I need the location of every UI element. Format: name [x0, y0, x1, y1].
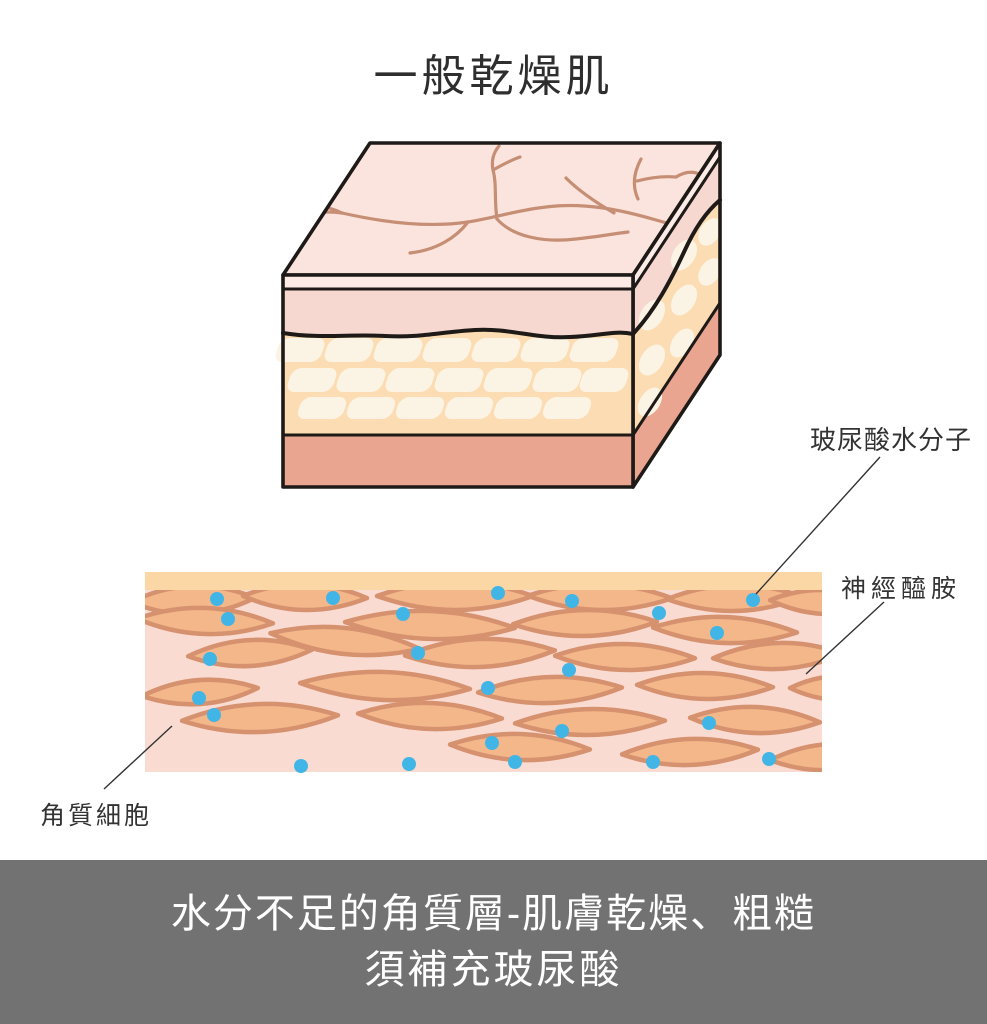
water-molecule-dots	[192, 586, 776, 773]
block-right-face	[631, 141, 722, 489]
ceramide-callout-line	[805, 601, 885, 675]
page-title: 一般乾燥肌	[373, 52, 614, 101]
water-molecule-dot	[396, 607, 410, 621]
water-molecule-dot	[652, 606, 666, 620]
water-molecule-dot	[210, 592, 224, 606]
keratinocyte-cell	[355, 700, 505, 732]
keratinocyte-cell	[767, 587, 822, 617]
block-front-face	[275, 273, 635, 489]
corneocyte-cells-front	[275, 338, 629, 419]
water-molecule-dot	[555, 724, 569, 738]
water-molecule-dot	[565, 594, 579, 608]
label-keratinocyte: 角質細胞	[40, 802, 153, 830]
caption-line-2: 須補充玻尿酸	[364, 948, 623, 992]
water-molecule-dot	[294, 759, 308, 773]
water-molecule-dot	[192, 691, 206, 705]
water-molecule-dot	[702, 716, 716, 730]
water-molecule-dot	[762, 752, 776, 766]
hyaluronic-callout-line	[755, 456, 881, 595]
keratinocyte-cell	[710, 640, 822, 672]
skin-block-3d	[275, 141, 722, 489]
keratinocyte-cell	[297, 669, 473, 703]
keratinocyte-cell	[185, 637, 315, 669]
keratinocyte-cell	[767, 741, 822, 772]
keratinocyte-cell	[650, 614, 800, 646]
water-molecule-dot	[326, 591, 340, 605]
keratinocyte-cell	[552, 641, 698, 673]
water-molecule-dot	[746, 593, 760, 607]
water-molecule-dot	[485, 736, 499, 750]
water-molecule-dot	[203, 652, 217, 666]
water-molecule-dot	[491, 586, 505, 600]
keratinocyte-cell	[475, 674, 625, 706]
keratinocyte-callout-line	[103, 725, 173, 790]
stratum-corneum-section	[145, 572, 822, 773]
keratinocyte-cell	[179, 701, 341, 735]
keratinocyte-cell	[510, 607, 660, 639]
keratinocyte-cell	[787, 675, 822, 701]
keratinocyte-cell	[145, 605, 276, 637]
label-ceramide: 神經醯胺	[841, 575, 962, 603]
block-top-face	[283, 143, 720, 275]
diagram-canvas	[103, 141, 885, 790]
section-top-strip	[145, 572, 822, 590]
water-molecule-dot	[411, 646, 425, 660]
water-molecule-dot	[710, 626, 724, 640]
keratinocyte-cell	[634, 670, 776, 702]
water-molecule-dot	[481, 681, 495, 695]
label-hyaluronic-water-molecule: 玻尿酸水分子	[810, 425, 973, 455]
caption-line-1: 水分不足的角質層-肌膚乾燥、粗糙	[170, 892, 817, 936]
water-molecule-dot	[221, 612, 235, 626]
keratinocyte-cell	[402, 636, 558, 670]
water-molecule-dot	[562, 663, 576, 677]
keratinocyte-cell	[447, 731, 593, 763]
water-molecule-dot	[207, 708, 221, 722]
keratinocyte-cells	[145, 579, 822, 772]
keratinocyte-cell	[687, 704, 822, 736]
water-molecule-dot	[508, 755, 522, 769]
caption-banner: 水分不足的角質層-肌膚乾燥、粗糙 須補充玻尿酸	[0, 860, 987, 1024]
water-molecule-dot	[402, 757, 416, 771]
water-molecule-dot	[646, 755, 660, 769]
